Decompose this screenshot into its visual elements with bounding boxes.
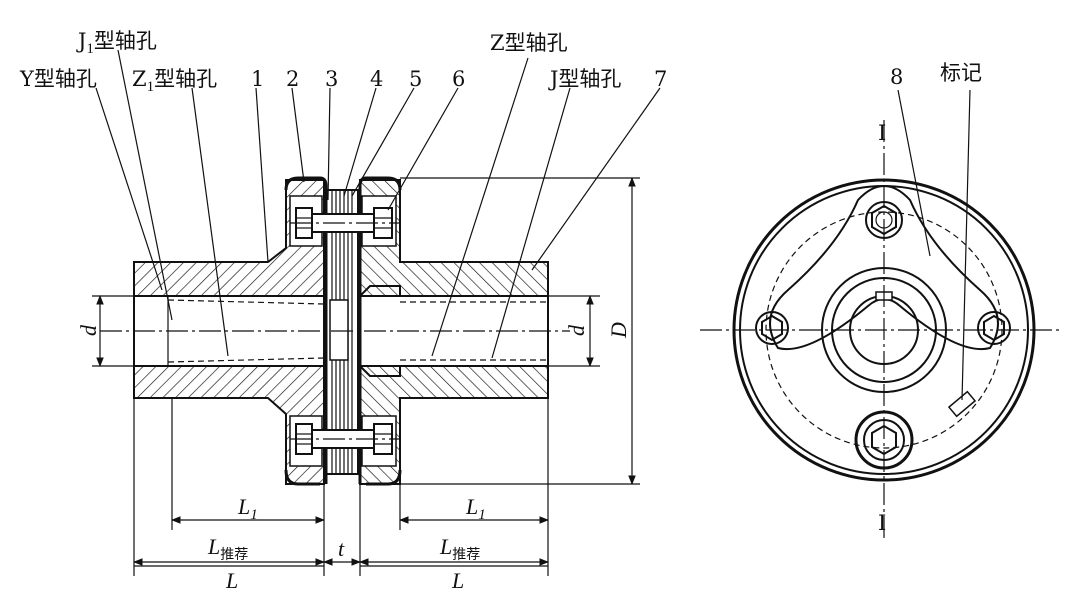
right-hub-bore bbox=[359, 295, 549, 367]
dim-t: t bbox=[338, 536, 345, 561]
label-y-hole: Y型轴孔 bbox=[19, 67, 97, 91]
bolt-head-right bbox=[977, 311, 1011, 345]
section-mark-top: I bbox=[878, 121, 886, 145]
label-mark: 标记 bbox=[940, 61, 982, 85]
part-labels: J1型轴孔 Y型轴孔 Z1型轴孔 1 2 3 4 5 6 Z型轴孔 J型轴孔 7… bbox=[19, 29, 982, 95]
label-j1-hole: J1型轴孔 bbox=[76, 29, 157, 57]
dim-d-right: d bbox=[564, 324, 589, 336]
disc-pack bbox=[325, 189, 359, 475]
dim-l-left: L bbox=[225, 568, 238, 593]
dim-l1-left: L1 bbox=[237, 494, 258, 523]
dim-l1-right: L1 bbox=[465, 494, 486, 523]
label-part-3: 3 bbox=[325, 67, 338, 91]
label-part-4: 4 bbox=[370, 67, 383, 91]
dim-d-left: d bbox=[76, 324, 101, 336]
label-part-8: 8 bbox=[890, 65, 903, 89]
end-view: I I bbox=[700, 89, 1060, 540]
bolt-head-left bbox=[755, 311, 789, 345]
label-z1-hole: Z1型轴孔 bbox=[132, 67, 217, 95]
label-part-1: 1 bbox=[251, 67, 264, 91]
label-part-7: 7 bbox=[654, 67, 667, 91]
label-part-6: 6 bbox=[452, 67, 465, 91]
lower-bolt bbox=[290, 423, 400, 455]
label-j-hole: J型轴孔 bbox=[548, 67, 621, 91]
dim-lrec-right: L推荐 bbox=[439, 534, 480, 563]
dim-d-outer: D bbox=[606, 322, 631, 339]
section-mark-bottom: I bbox=[878, 511, 886, 535]
label-z-hole: Z型轴孔 bbox=[490, 31, 568, 55]
label-part-2: 2 bbox=[286, 67, 299, 91]
label-part-5: 5 bbox=[409, 67, 422, 91]
dimensions: L1 L1 L推荐 L推荐 t L L d d D bbox=[76, 177, 640, 593]
section-view bbox=[100, 176, 570, 486]
upper-bolt bbox=[290, 207, 400, 239]
dim-lrec-left: L推荐 bbox=[207, 534, 248, 563]
dim-l-right: L bbox=[451, 568, 464, 593]
mark-indicator bbox=[947, 390, 977, 418]
left-hub-bore bbox=[133, 295, 325, 367]
disc-lobe-outline bbox=[769, 185, 999, 350]
leader-lines bbox=[95, 49, 661, 359]
